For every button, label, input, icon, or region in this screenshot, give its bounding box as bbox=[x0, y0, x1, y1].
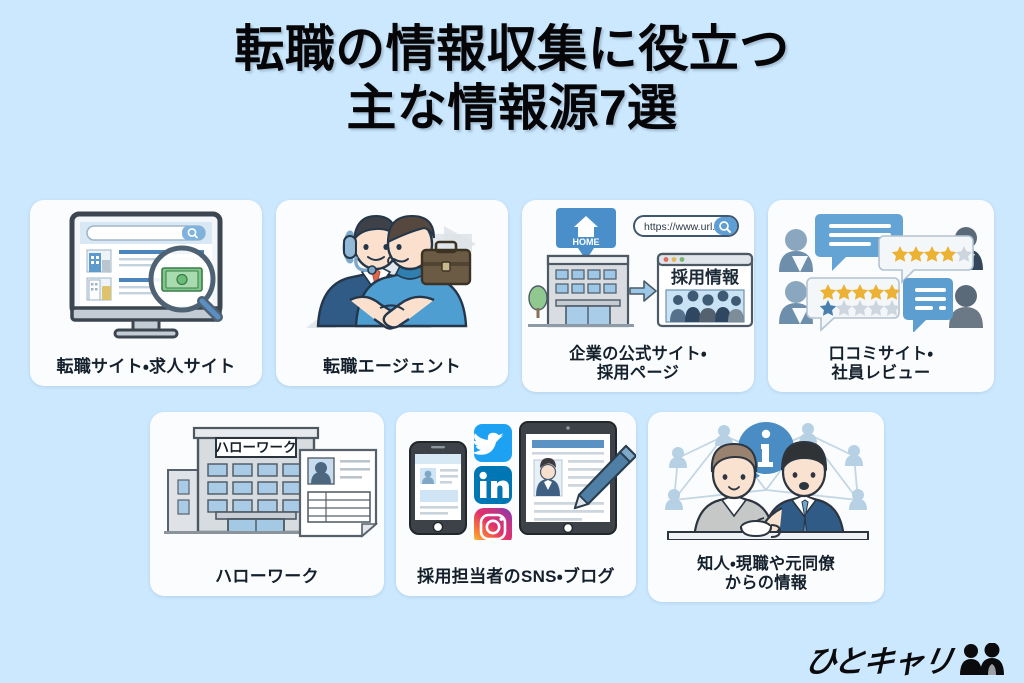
instagram-icon bbox=[474, 508, 512, 540]
sns-devices-icon bbox=[396, 412, 636, 567]
svg-text:ハローワーク: ハローワーク bbox=[216, 440, 297, 455]
card-hello-work[interactable]: ハローワーク bbox=[150, 412, 384, 596]
title-line-1: 転職の情報収集に役立つ bbox=[234, 21, 790, 77]
card-label: 口コミサイト・ 社員レビュー bbox=[828, 344, 934, 382]
linkedin-icon bbox=[474, 466, 512, 504]
svg-text:HOME: HOME bbox=[573, 237, 600, 247]
page-title: 転職の情報収集に役立つ 主な情報源7選 bbox=[0, 20, 1024, 138]
card-label: 転職サイト・求人サイト bbox=[56, 356, 236, 376]
twitter-icon bbox=[471, 424, 512, 462]
card-label: 採用担当者のSNS・ブログ bbox=[417, 566, 615, 586]
resume-document bbox=[298, 448, 379, 538]
speech-bubble-stars-icon bbox=[768, 200, 994, 345]
card-label: 知人・現職や元同僚 からの情報 bbox=[697, 554, 835, 592]
pen-icon bbox=[573, 444, 636, 510]
card-recruiter-sns-blog[interactable]: 採用担当者のSNS・ブログ bbox=[396, 412, 636, 596]
home-pin-icon: HOME bbox=[556, 208, 616, 260]
speech-bubble-rating-4 bbox=[878, 235, 974, 284]
monitor-search-icon bbox=[30, 200, 262, 357]
two-people-icon bbox=[959, 642, 1005, 675]
speech-bubble-rating-5 bbox=[806, 277, 901, 332]
card-label: 転職エージェント bbox=[322, 356, 462, 376]
svg-text:https://www.url...: https://www.url... bbox=[644, 221, 721, 233]
card-company-official-site[interactable]: HOME https://www.url... bbox=[522, 200, 754, 392]
card-label: 企業の公式サイト・ 採用ページ bbox=[569, 344, 707, 382]
svg-text:採用情報: 採用情報 bbox=[671, 267, 740, 287]
government-building-icon: ハローワーク bbox=[150, 412, 384, 567]
card-recruitment-agent[interactable]: 転職エージェント bbox=[276, 200, 508, 386]
building-website-icon: HOME https://www.url... bbox=[522, 200, 754, 345]
url-bar: https://www.url... bbox=[633, 215, 739, 237]
people-network-icon bbox=[648, 412, 884, 555]
title-line-2: 主な情報源7選 bbox=[346, 80, 678, 136]
card-review-sites[interactable]: 口コミサイト・ 社員レビュー bbox=[768, 200, 994, 392]
card-acquaintance-info[interactable]: 知人・現職や元同僚 からの情報 bbox=[648, 412, 884, 602]
card-job-sites[interactable]: 転職サイト・求人サイト bbox=[30, 200, 262, 386]
handshake-icon bbox=[276, 200, 508, 357]
brand-logo: ひとキャリ bbox=[802, 636, 1005, 681]
card-label: ハローワーク bbox=[215, 566, 319, 586]
speech-bubble-2 bbox=[903, 278, 953, 332]
brand-logo-text: ひとキャリ bbox=[802, 644, 956, 679]
